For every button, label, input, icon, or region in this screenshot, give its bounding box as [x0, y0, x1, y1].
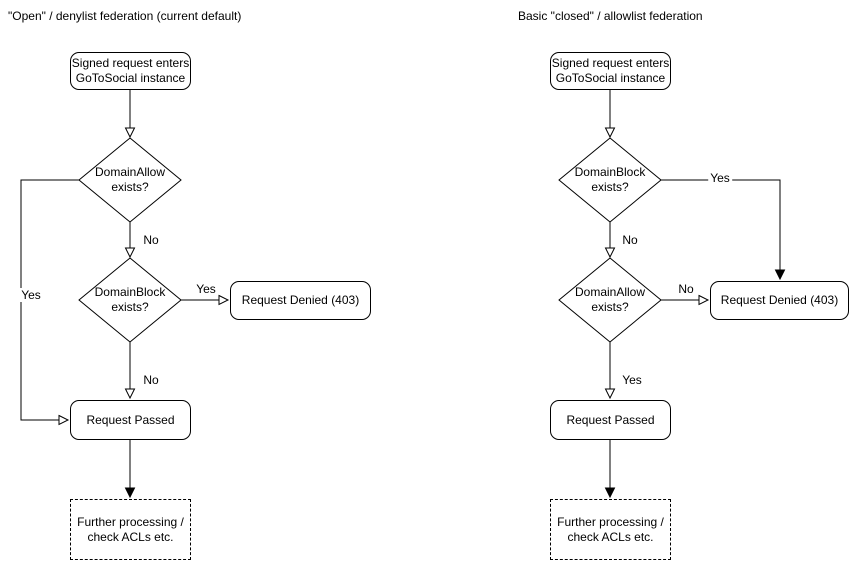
- right-edge-label-domainallow-yes: Yes: [620, 373, 644, 387]
- left-node-start: Signed request enters GoToSocial instanc…: [70, 52, 191, 90]
- right-edge-domainblock-yes-to-denied: [661, 179, 786, 281]
- right-node-request-passed: Request Passed: [550, 400, 671, 440]
- right-edge-label-domainallow-no: No: [676, 282, 696, 296]
- right-decision-domainblock-shape: [558, 137, 662, 223]
- right-node-further-processing: Further processing / check ACLs etc.: [550, 499, 671, 560]
- left-edge-label-domainblock-no: No: [141, 373, 161, 387]
- left-node-request-denied: Request Denied (403): [230, 281, 371, 320]
- left-decision-domainallow-shape: [78, 137, 182, 223]
- left-edge-label-domainallow-yes: Yes: [19, 288, 43, 302]
- left-edge-label-domainblock-yes: Yes: [194, 282, 218, 296]
- right-chart-title: Basic "closed" / allowlist federation: [518, 9, 703, 23]
- right-edge-label-domainblock-yes: Yes: [708, 171, 732, 185]
- left-chart-title: "Open" / denylist federation (current de…: [8, 9, 242, 23]
- left-node-further-processing: Further processing / check ACLs etc.: [70, 499, 191, 560]
- right-edge-label-domainblock-no: No: [620, 233, 640, 247]
- right-node-request-denied: Request Denied (403): [710, 281, 849, 320]
- left-decision-domainblock-shape: [78, 257, 182, 343]
- right-node-start: Signed request enters GoToSocial instanc…: [550, 52, 671, 90]
- left-edge-label-domainallow-no: No: [141, 233, 161, 247]
- right-decision-domainallow-shape: [558, 257, 662, 343]
- left-node-request-passed: Request Passed: [70, 400, 191, 440]
